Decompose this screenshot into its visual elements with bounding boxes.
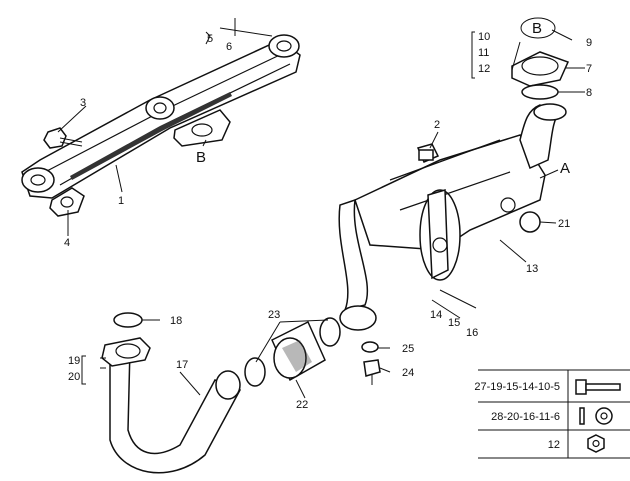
callout-20: 20 — [68, 371, 80, 383]
callout-8: 8 — [586, 87, 592, 99]
leader-lines — [57, 18, 585, 399]
legend-row-1-label: 27-19-15-14-10-5 — [474, 381, 560, 393]
svg-text:B: B — [532, 20, 542, 37]
bolt-icon — [575, 379, 621, 395]
callout-9: 9 — [586, 37, 592, 49]
o-ring-part-21 — [519, 211, 541, 233]
exhaust-manifold — [21, 34, 301, 199]
callout-3: 3 — [80, 97, 86, 109]
callout-2: 2 — [434, 119, 440, 131]
letter-b-manifold: B — [196, 149, 206, 166]
seal-part-25 — [361, 341, 379, 353]
letter-b-circle: B — [520, 17, 556, 39]
washer-icon — [579, 407, 613, 425]
flange-part-7 — [511, 51, 570, 87]
callout-11: 11 — [478, 47, 489, 59]
callout-13: 13 — [526, 263, 538, 275]
letter-a: A — [560, 160, 570, 177]
o-ring-part-8 — [521, 84, 559, 100]
nut-icon — [587, 434, 605, 453]
callout-14: 14 — [430, 309, 442, 321]
callout-6: 6 — [226, 41, 232, 53]
gasket-part-18 — [113, 312, 143, 328]
callout-21: 21 — [558, 218, 570, 230]
callout-25: 25 — [402, 343, 414, 355]
legend-row-2-label: 28-20-16-11-6 — [491, 411, 560, 423]
fastener-legend-table: 27-19-15-14-10-5 28-20-16-11-6 12 — [474, 369, 630, 459]
callout-12: 12 — [478, 63, 490, 75]
callout-10: 10 — [478, 31, 490, 43]
callout-17: 17 — [176, 359, 188, 371]
exhaust-pipe-part-17 — [101, 337, 242, 474]
callout-22: 22 — [296, 399, 308, 411]
callout-5: 5 — [207, 33, 213, 45]
callout-15: 15 — [448, 317, 460, 329]
callout-18: 18 — [170, 315, 182, 327]
callout-19: 19 — [68, 355, 80, 367]
callout-16: 16 — [466, 327, 478, 339]
callout-23: 23 — [268, 309, 280, 321]
hose-part-22 — [271, 320, 326, 382]
callout-1: 1 — [118, 195, 124, 207]
legend-row-3-label: 12 — [548, 439, 560, 451]
callout-7: 7 — [586, 63, 592, 75]
clamp-part-23a — [244, 357, 266, 387]
callout-4: 4 — [64, 237, 70, 249]
gasket-part-4 — [49, 187, 85, 217]
callout-24: 24 — [402, 367, 414, 379]
stud-part-3 — [43, 127, 83, 149]
clamp-part-23b — [319, 317, 341, 347]
heat-exchanger-part-13 — [338, 103, 567, 331]
plug-part-24 — [363, 359, 381, 385]
